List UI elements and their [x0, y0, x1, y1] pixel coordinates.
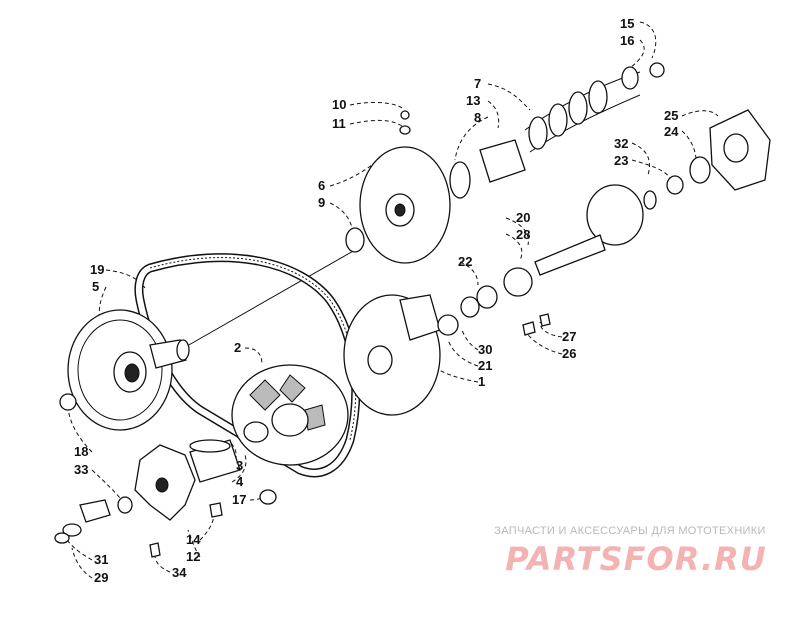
- callout-20: 20: [516, 210, 530, 225]
- drive-belt: [134, 253, 361, 478]
- callout-3: 3: [236, 458, 243, 473]
- sleeve-shaft: [189, 439, 241, 483]
- callout-32: 32: [614, 136, 628, 151]
- shaft-and-gear: [437, 109, 771, 336]
- callout-12: 12: [186, 549, 200, 564]
- spider-cam: [134, 444, 196, 521]
- callout-2: 2: [234, 340, 241, 355]
- callout-19: 19: [90, 262, 104, 277]
- fixed-sheave-disc: [345, 110, 451, 264]
- callout-labels: 15 16 7 13 8 10 11 25 24 32 23 6 9 20 28…: [74, 16, 679, 585]
- callout-23: 23: [614, 153, 628, 168]
- moveable-sheave: [343, 294, 441, 416]
- callout-22: 22: [458, 254, 472, 269]
- callout-33: 33: [74, 462, 88, 477]
- callout-4: 4: [236, 474, 244, 489]
- callout-10: 10: [332, 97, 346, 112]
- callout-6: 6: [318, 178, 325, 193]
- callout-27: 27: [562, 329, 576, 344]
- small-hardware: [54, 393, 277, 558]
- watermark-tagline: ЗАПЧАСТИ И АКСЕССУАРЫ ДЛЯ МОТОТЕХНИКИ: [494, 525, 766, 537]
- callout-26: 26: [562, 346, 576, 361]
- callout-24: 24: [664, 124, 679, 139]
- callout-29: 29: [94, 570, 108, 585]
- callout-17: 17: [232, 492, 246, 507]
- callout-16: 16: [620, 33, 634, 48]
- callout-15: 15: [620, 16, 634, 31]
- callout-11: 11: [332, 116, 346, 131]
- callout-9: 9: [318, 195, 325, 210]
- callout-5: 5: [92, 279, 99, 294]
- callout-7: 7: [474, 76, 481, 91]
- callout-18: 18: [74, 444, 88, 459]
- watermark-logo: PARTSFOR.RU: [505, 540, 767, 578]
- callout-14: 14: [186, 532, 201, 547]
- callout-1: 1: [478, 374, 485, 389]
- spring-and-bushing: [449, 62, 665, 199]
- callout-8: 8: [474, 110, 481, 125]
- callout-31: 31: [94, 552, 108, 567]
- callout-30: 30: [478, 342, 492, 357]
- callout-28: 28: [516, 227, 530, 242]
- callout-21: 21: [478, 358, 492, 373]
- callout-34: 34: [172, 565, 187, 580]
- drive-pulley-assembly: [67, 309, 190, 431]
- callout-25: 25: [664, 108, 678, 123]
- driven-clutch-sheave: [231, 364, 349, 466]
- callout-13: 13: [466, 93, 480, 108]
